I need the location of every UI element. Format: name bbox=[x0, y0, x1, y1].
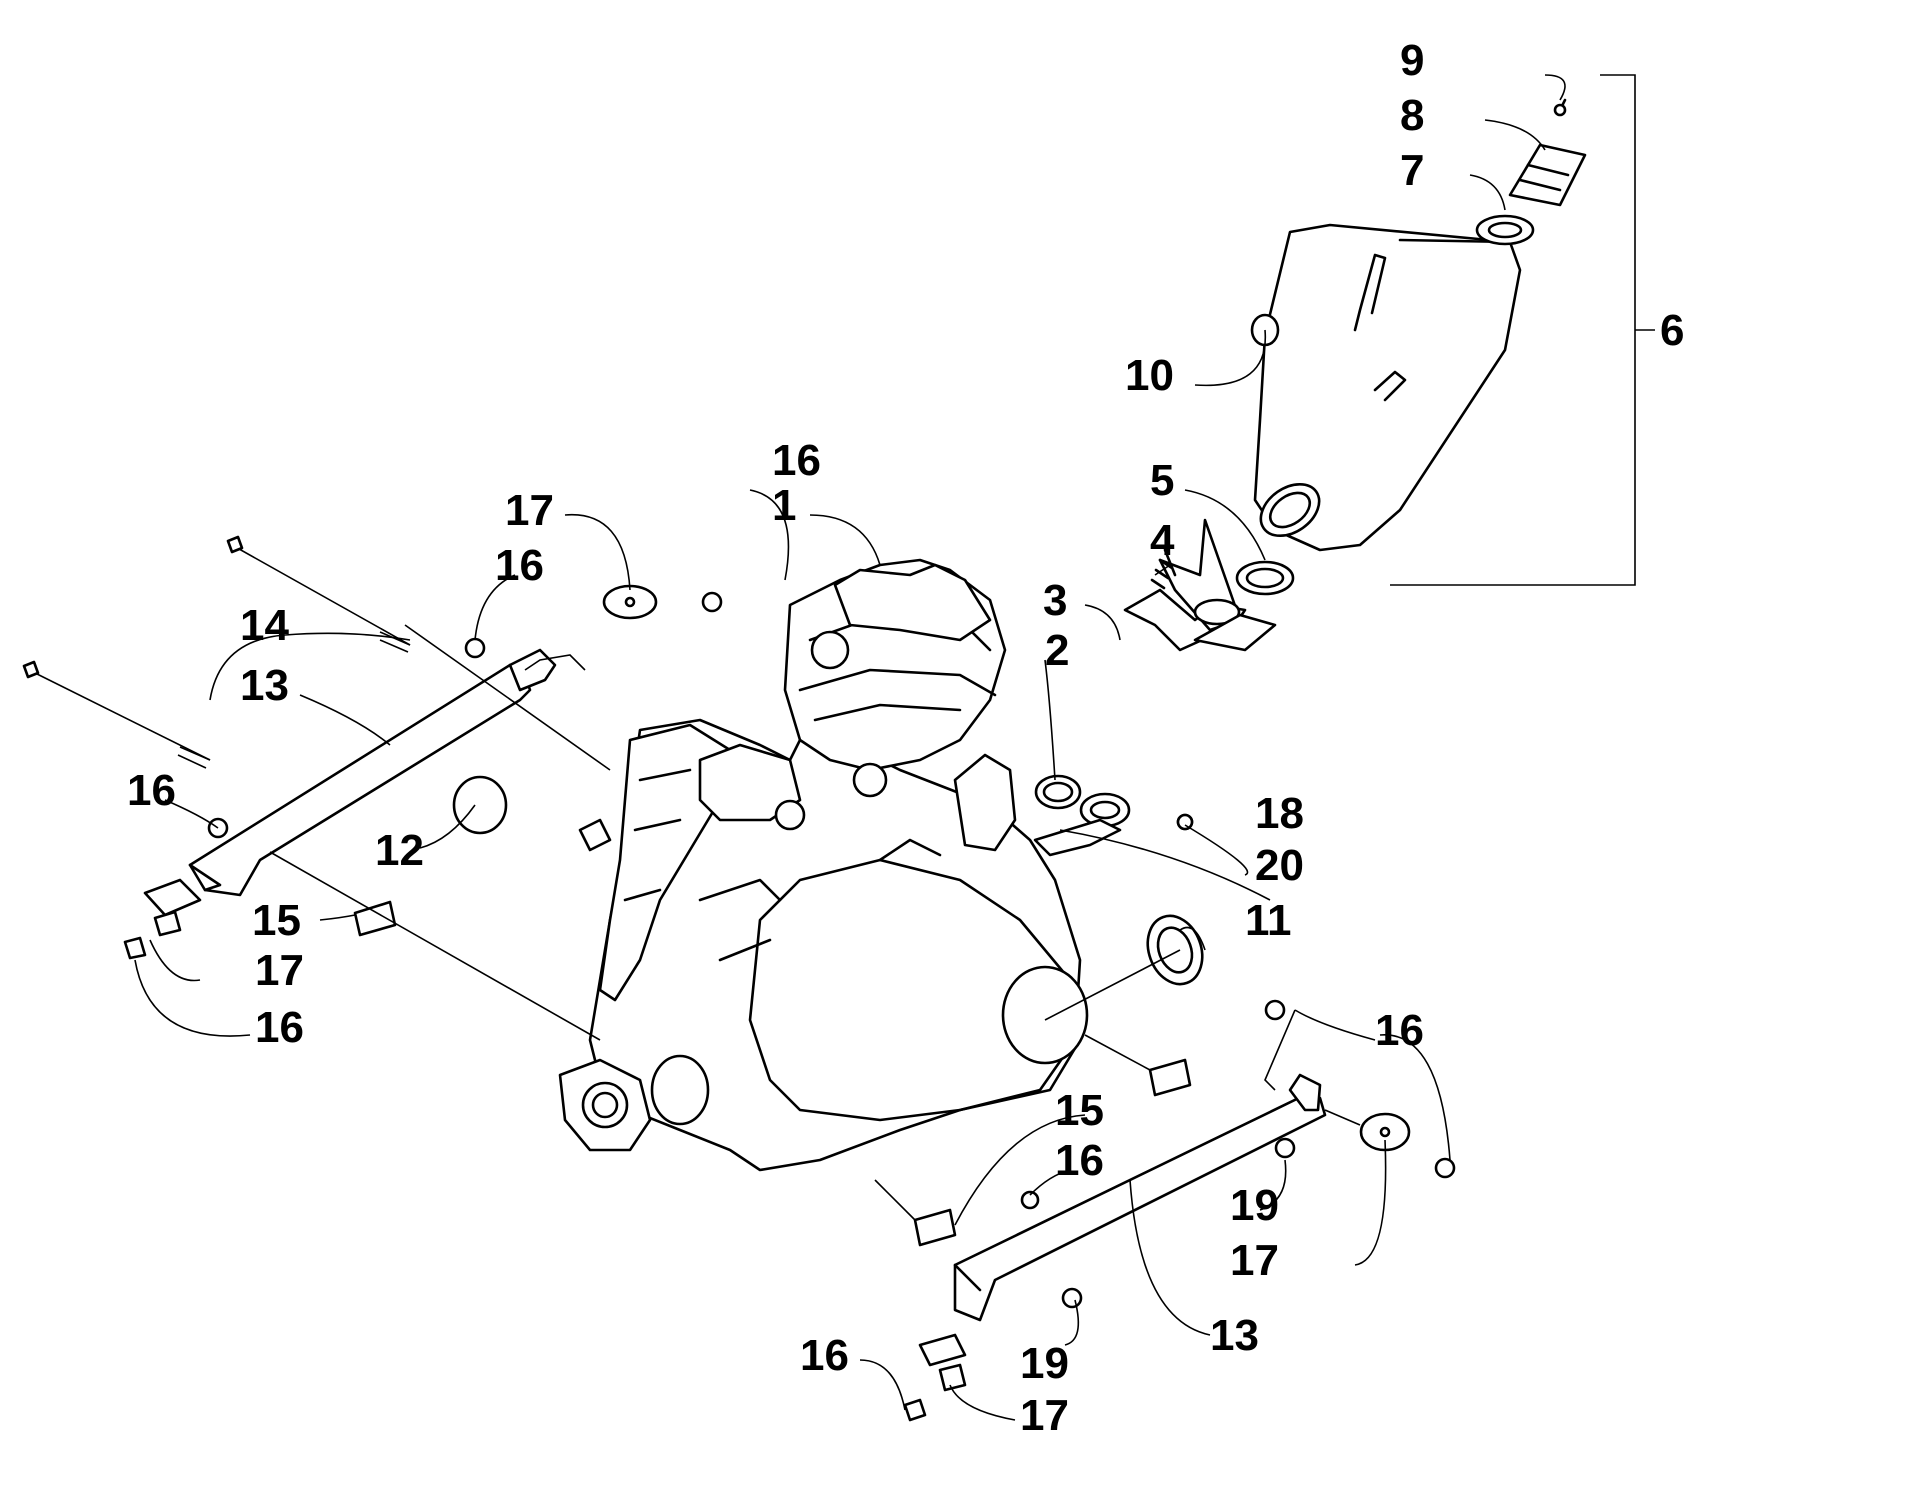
callout-11: 11 bbox=[1245, 896, 1292, 945]
left-mount-isolators bbox=[123, 584, 658, 960]
exhaust-gaskets-and-spring bbox=[1034, 548, 1295, 831]
callout-13-right: 13 bbox=[1210, 1311, 1259, 1360]
muffler bbox=[1253, 223, 1522, 552]
callout-14: 14 bbox=[240, 601, 289, 650]
engine-assembly bbox=[558, 558, 1089, 1172]
callout-labels: 1 2 3 4 5 6 7 8 9 10 11 12 13 13 14 15 1… bbox=[127, 36, 1684, 1440]
callout-15-left: 15 bbox=[252, 896, 301, 945]
exhaust-bolt bbox=[1176, 813, 1194, 831]
cover-gasket bbox=[1146, 914, 1204, 986]
left-mount-bracket bbox=[188, 648, 557, 897]
callout-19-bottom: 19 bbox=[1020, 1339, 1069, 1388]
right-mount-leader-lines bbox=[874, 1009, 1361, 1221]
callout-18: 18 bbox=[1255, 789, 1304, 838]
callout-8: 8 bbox=[1400, 91, 1424, 140]
callout-16-bottom: 16 bbox=[800, 1331, 849, 1380]
callout-16-right: 16 bbox=[1375, 1006, 1424, 1055]
callout-9: 9 bbox=[1400, 36, 1424, 85]
left-mount-bolts bbox=[22, 535, 411, 769]
callout-17-top: 17 bbox=[505, 486, 554, 535]
callout-13-left: 13 bbox=[240, 661, 289, 710]
callout-10: 10 bbox=[1125, 351, 1174, 400]
callout-1: 1 bbox=[772, 481, 796, 530]
callout-16-middle: 16 bbox=[1055, 1136, 1104, 1185]
callout-17-right: 17 bbox=[1230, 1236, 1279, 1285]
callout-5: 5 bbox=[1150, 456, 1174, 505]
callout-4: 4 bbox=[1150, 516, 1175, 565]
callout-20: 20 bbox=[1255, 841, 1304, 890]
callout-leaders bbox=[134, 74, 1655, 1421]
exhaust-head-pipe bbox=[1123, 518, 1277, 652]
drive-belt-shield bbox=[1033, 818, 1122, 857]
left-mount-leader-lines bbox=[269, 624, 611, 1041]
callout-6: 6 bbox=[1660, 306, 1684, 355]
callout-7: 7 bbox=[1400, 146, 1424, 195]
callout-19-right: 19 bbox=[1230, 1181, 1279, 1230]
callout-16-left: 16 bbox=[127, 766, 176, 815]
callout-17-left: 17 bbox=[255, 946, 304, 995]
callout-17-bottom: 17 bbox=[1020, 1391, 1069, 1440]
callout-16-upper-left: 16 bbox=[495, 541, 544, 590]
callout-15-right: 15 bbox=[1055, 1086, 1104, 1135]
exhaust-spark-arrestor bbox=[1475, 98, 1587, 246]
callout-12: 12 bbox=[375, 826, 424, 875]
callout-3: 3 bbox=[1043, 576, 1067, 625]
callout-16-lower-left: 16 bbox=[255, 1003, 304, 1052]
right-mount-isolators bbox=[903, 1058, 1411, 1422]
right-mount-nuts bbox=[1020, 999, 1456, 1309]
intake-seal bbox=[452, 775, 508, 835]
callout-16-top: 16 bbox=[772, 436, 821, 485]
right-mount-bracket bbox=[953, 1073, 1327, 1322]
callout-2: 2 bbox=[1045, 626, 1069, 675]
cvt-cover-boss bbox=[1001, 965, 1089, 1065]
